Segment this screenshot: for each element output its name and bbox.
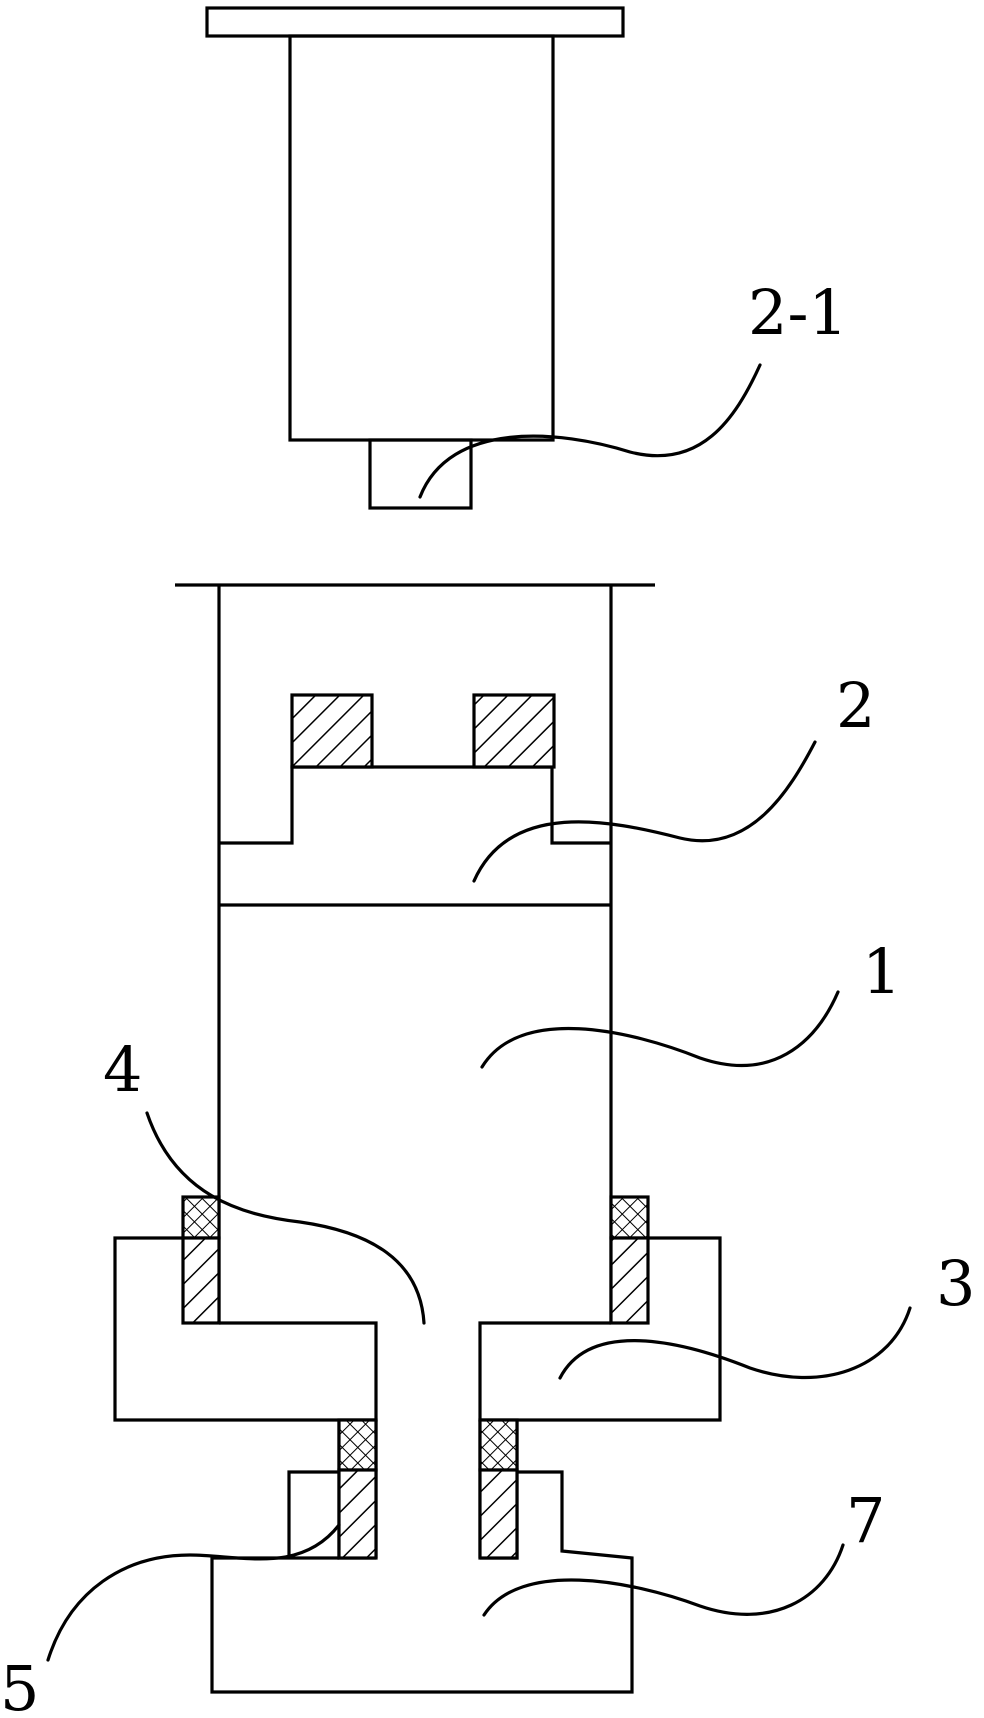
seal-crosshatch-right-lower (478, 1418, 519, 1472)
leader-lines (46, 363, 912, 1662)
seal-hatch-left-upper (181, 1236, 221, 1325)
base-right-outline (478, 1236, 722, 1422)
leader-5 (46, 1523, 341, 1662)
leader-2 (472, 740, 817, 883)
seal-hatch-left-lower (337, 1468, 378, 1560)
leader-3 (558, 1306, 912, 1380)
seal-hatch-right-upper (609, 1236, 650, 1325)
leader-7 (482, 1543, 845, 1617)
piston-block-right (472, 693, 556, 769)
label-1: 1 (862, 935, 901, 1008)
label-4: 4 (103, 1033, 142, 1106)
seal-crosshatch-left-lower (337, 1418, 378, 1472)
piston-part (219, 693, 611, 845)
label-2-1: 2-1 (748, 276, 848, 349)
seal-hatch-right-lower (478, 1468, 519, 1560)
lower-seals (337, 1418, 519, 1560)
protruding-pin (368, 438, 473, 510)
label-3: 3 (936, 1247, 975, 1320)
upper-component (205, 6, 625, 510)
upper-body (288, 34, 555, 442)
leader-2-1 (418, 363, 762, 499)
upper-seals (181, 1195, 650, 1325)
part-labels: 2-1 2 1 4 3 7 5 (0, 276, 975, 1718)
label-7: 7 (846, 1484, 885, 1557)
piston-block-left (290, 693, 374, 769)
base-left-outline (113, 1236, 378, 1422)
seal-crosshatch-right-upper (609, 1195, 650, 1240)
label-5: 5 (0, 1652, 39, 1718)
bottom-part (210, 1420, 634, 1694)
leader-4 (145, 1111, 426, 1325)
bottom-outline (210, 1420, 634, 1694)
piston-outline (219, 765, 611, 845)
seal-crosshatch-left-upper (181, 1195, 221, 1240)
label-2: 2 (836, 669, 875, 742)
leader-1 (480, 990, 840, 1069)
top-flange-plate (205, 6, 625, 38)
